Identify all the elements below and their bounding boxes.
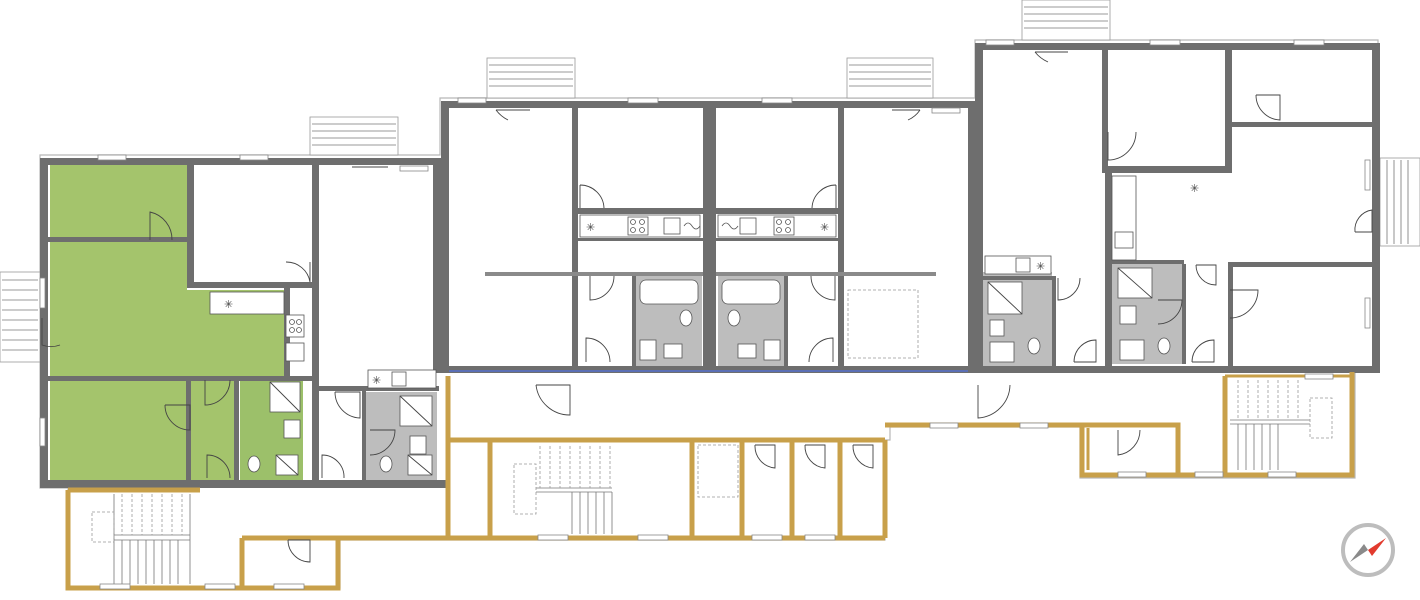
storage-units bbox=[697, 289, 919, 498]
terrace-1 bbox=[309, 116, 399, 156]
terraces bbox=[0, 0, 1420, 363]
svg-text:✳: ✳ bbox=[372, 374, 381, 387]
toilet-icon bbox=[679, 309, 693, 327]
svg-text:✳: ✳ bbox=[1036, 260, 1045, 273]
ventilation-icon: ✳ bbox=[224, 298, 233, 311]
terrace-3 bbox=[846, 57, 934, 99]
highlighted-apartment bbox=[50, 165, 303, 480]
terrace-right bbox=[1379, 157, 1420, 247]
kitchen-fixtures: ✳ ✳ ✳ ✳ ✳ ✳ bbox=[209, 175, 1199, 389]
svg-text:✳: ✳ bbox=[820, 221, 829, 234]
terrace-2 bbox=[486, 57, 576, 99]
svg-text:✳: ✳ bbox=[1190, 182, 1199, 195]
window-icon bbox=[39, 39, 1371, 590]
structural-walls bbox=[40, 43, 1380, 488]
compass-needle-north bbox=[1368, 538, 1386, 556]
stove-icon bbox=[627, 216, 649, 236]
stair-icon bbox=[91, 380, 1333, 584]
door-swing-icon bbox=[41, 51, 1373, 563]
bathtub-icon bbox=[639, 279, 699, 305]
svg-text:✳: ✳ bbox=[586, 221, 595, 234]
shower-icon bbox=[639, 339, 657, 361]
terrace-4 bbox=[1021, 0, 1111, 41]
compass-needle-south bbox=[1350, 544, 1368, 562]
terrace-left bbox=[0, 271, 41, 363]
compass-icon bbox=[1341, 523, 1395, 577]
bathroom-fixtures bbox=[247, 267, 1171, 476]
sink-icon bbox=[285, 342, 305, 362]
